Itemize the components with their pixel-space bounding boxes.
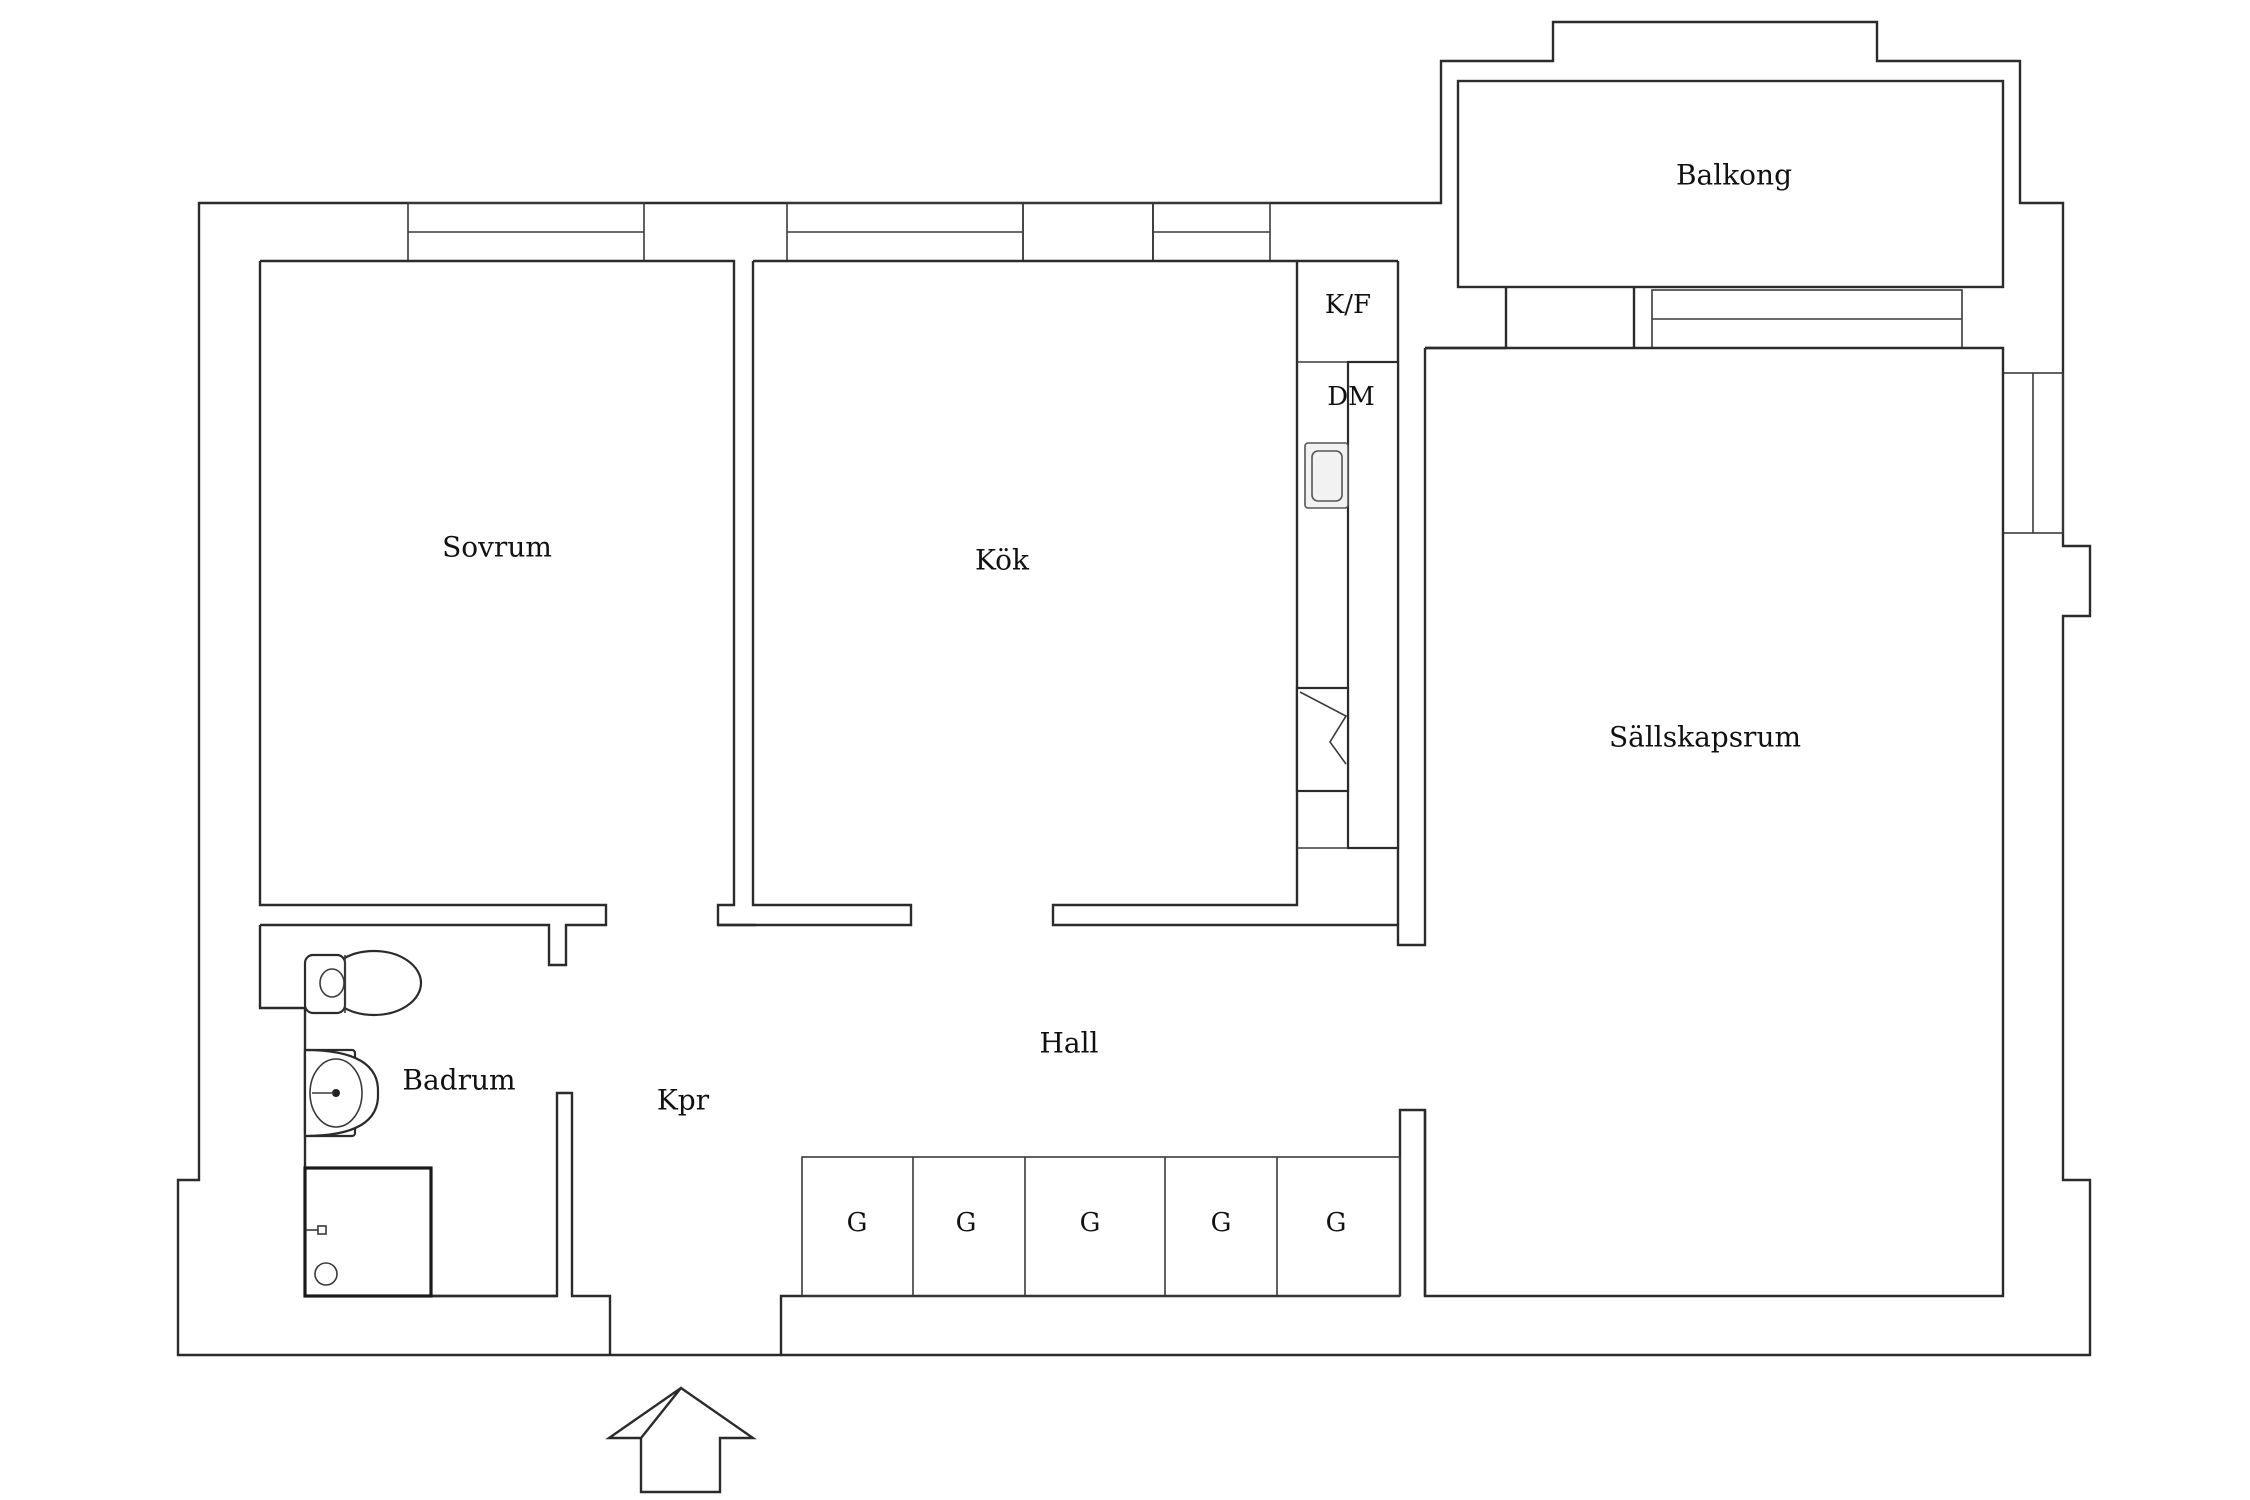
bedroom — [258, 259, 756, 967]
hall-label: Hall — [1039, 1027, 1098, 1060]
kitchen-label: Kök — [975, 544, 1030, 577]
toilet-icon — [303, 949, 423, 1017]
fridge-freezer-label: K/F — [1325, 290, 1371, 320]
bathroom — [258, 925, 557, 1298]
dishwasher-label: DM — [1327, 382, 1374, 412]
entrance-arrow-icon — [605, 1386, 757, 1494]
wardrobe-label: G — [1211, 1208, 1232, 1238]
shower-icon — [303, 1166, 433, 1298]
outer-walls — [176, 20, 2092, 1357]
windows — [407, 202, 2064, 534]
hall — [801, 1110, 1427, 1297]
bathroom-label: Badrum — [402, 1064, 515, 1097]
living-room — [1398, 346, 2005, 1298]
balcony-label: Balkong — [1676, 159, 1792, 192]
bedroom-label: Sovrum — [442, 531, 552, 564]
closet-label: Kpr — [657, 1084, 710, 1117]
wardrobe-label: G — [847, 1208, 868, 1238]
bathroom-sink-icon — [303, 1048, 380, 1138]
wardrobe-label: G — [1080, 1208, 1101, 1238]
wardrobe-label: G — [1326, 1208, 1347, 1238]
living-room-label: Sällskapsrum — [1609, 721, 1801, 754]
labels: Balkong K/F DM Sovrum Kök Sällskapsrum H… — [402, 159, 1801, 1239]
wardrobe-label: G — [956, 1208, 977, 1238]
kitchen — [718, 259, 1427, 947]
balcony — [1425, 79, 2005, 350]
